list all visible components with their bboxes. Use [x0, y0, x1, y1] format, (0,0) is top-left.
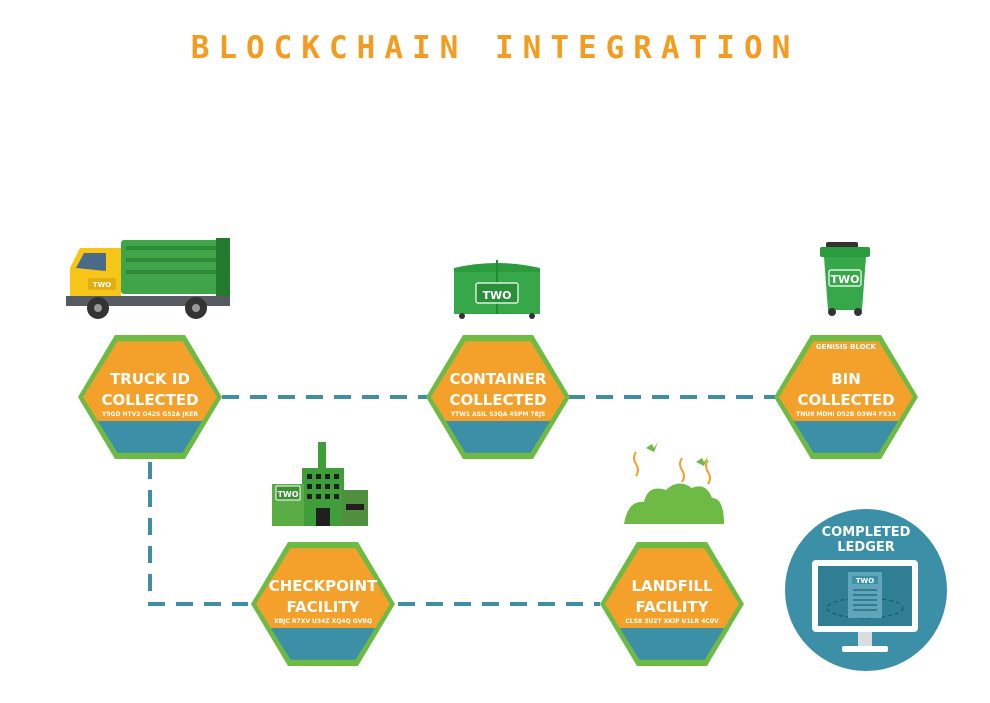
dumpster-brand-label: TWO: [483, 289, 512, 302]
factory-icon: TWO: [272, 442, 368, 526]
node-hash: CLS8 3U2T XKIP U1LR 4C0V: [625, 618, 719, 625]
node-label-line1: TRUCK ID: [110, 370, 190, 388]
node-label-line2: COLLECTED: [101, 391, 198, 409]
dumpster-icon: TWO: [454, 260, 540, 319]
node-landfill: LANDFILL FACILITY CLS8 3U2T XKIP U1LR 4C0V: [600, 542, 744, 666]
monitor-ledger-icon: TWO: [812, 560, 918, 652]
node-label-line1: BIN: [831, 370, 861, 388]
completed-ledger: COMPLETED LEDGER TWO: [785, 509, 947, 671]
node-label-line2: FACILITY: [636, 598, 710, 616]
node-label-line2: FACILITY: [287, 598, 361, 616]
page-title: BLOCKCHAIN INTEGRATION: [190, 30, 800, 66]
hex-bottom-fill: [605, 628, 739, 660]
hex-bottom-fill: [256, 628, 390, 660]
node-hash: XBJC R7XV U34Z XQ4Q GVBQ: [274, 618, 372, 625]
bin-brand-label: TWO: [831, 273, 860, 286]
hex-bottom-fill: [431, 421, 565, 453]
node-hash: Y9GD HTV2 O42S G52A JKER: [101, 411, 198, 418]
node-hash: YTW1 ASIL S3QA 4SPM 78J5: [450, 411, 545, 418]
connector-truck-checkpoint: [148, 462, 248, 606]
node-bin: GENISIS BLOCK BIN COLLECTED TNU8 MDHI D52B …: [774, 335, 918, 459]
ledger-title-line2: LEDGER: [837, 540, 895, 555]
node-label-line1: CONTAINER: [450, 370, 547, 388]
wheelie-bin-icon: TWO: [820, 242, 870, 316]
node-container: CONTAINER COLLECTED YTW1 ASIL S3QA 4SPM 78…: [426, 335, 570, 459]
landfill-icon: [624, 442, 724, 524]
node-label-line2: COLLECTED: [797, 391, 894, 409]
node-checkpoint: CHECKPOINT FACILITY XBJC R7XV U34Z XQ4Q GV…: [251, 542, 395, 666]
node-hash: TNU8 MDHI D52B O3W4 FX33: [796, 411, 896, 418]
ledger-title-line1: COMPLETED: [822, 525, 911, 540]
node-label-line2: COLLECTED: [449, 391, 546, 409]
node-label-line1: LANDFILL: [631, 577, 713, 595]
truck-brand-label: TWO: [93, 281, 111, 289]
hex-bottom-fill: [779, 421, 913, 453]
genesis-tag: GENISIS BLOCK: [816, 343, 877, 351]
connector-lines: [148, 395, 778, 606]
factory-brand-label: TWO: [277, 490, 298, 499]
node-label-line1: CHECKPOINT: [269, 577, 378, 595]
garbage-truck-icon: TWO: [66, 238, 230, 319]
ledger-screen-label: TWO: [856, 577, 874, 585]
node-truck: TRUCK ID COLLECTED Y9GD HTV2 O42S G52A JKE…: [78, 335, 222, 459]
